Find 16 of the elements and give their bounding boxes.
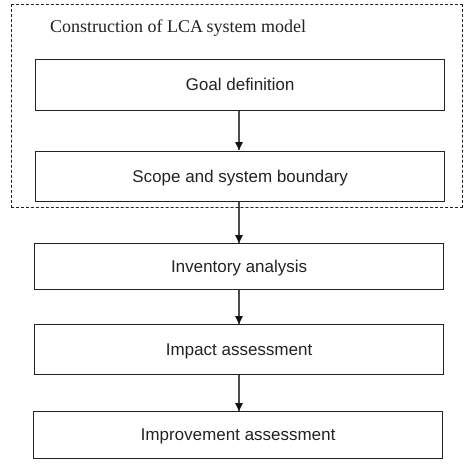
process-label: Impact assessment: [166, 338, 312, 361]
arrow: [235, 110, 243, 150]
process-label: Scope and system boundary: [132, 166, 348, 188]
group-boundary: [11, 4, 463, 208]
process-box: [33, 411, 443, 459]
arrow: [235, 375, 243, 411]
group-title: Construction of LCA system model: [50, 15, 306, 38]
arrow: [235, 201, 243, 243]
arrow: [235, 290, 243, 324]
process-box: [34, 243, 444, 290]
process-label: Inventory analysis: [170, 256, 308, 278]
process-box: [35, 151, 445, 202]
process-label: Improvement assessment: [140, 424, 336, 446]
process-label: Goal definition: [186, 74, 294, 96]
process-box: [34, 324, 444, 375]
process-box: [35, 59, 445, 111]
